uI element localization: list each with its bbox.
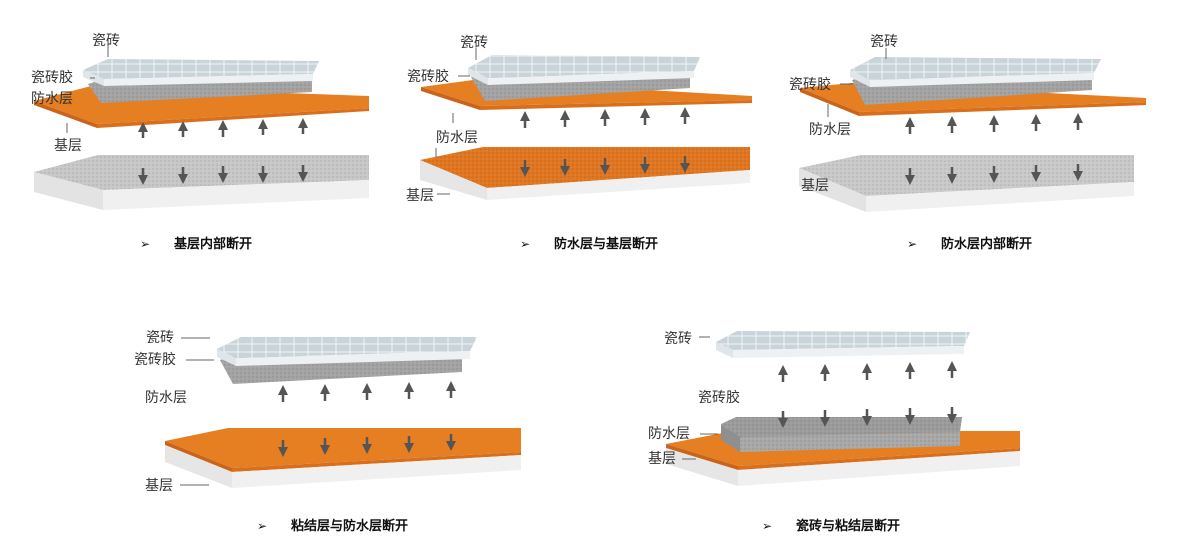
bullet-icon: ➢ bbox=[520, 237, 530, 251]
tile-label: 瓷砖 bbox=[870, 34, 898, 50]
tile-slab bbox=[850, 57, 1101, 87]
adhesive-label: 瓷砖胶 bbox=[789, 76, 831, 93]
callout-lines bbox=[682, 336, 718, 460]
callout-lines bbox=[66, 44, 109, 133]
adhesive-label: 瓷砖胶 bbox=[134, 351, 176, 368]
tile-label: 瓷砖 bbox=[460, 35, 488, 51]
substrate-label: 基层 bbox=[406, 187, 434, 204]
tile-slab bbox=[217, 337, 477, 366]
caption: 防水层内部断开 bbox=[941, 236, 1032, 252]
arrows bbox=[778, 361, 957, 428]
caption: 防水层与基层断开 bbox=[554, 236, 658, 252]
adhesive-label: 瓷砖胶 bbox=[698, 389, 740, 406]
tile-label: 瓷砖 bbox=[664, 331, 692, 347]
callout-lines bbox=[180, 337, 214, 486]
caption: 基层内部断开 bbox=[173, 236, 252, 252]
panel-4: 瓷砖 瓷砖胶 防水层 基层 ➢ 粘结层与防水层断开 bbox=[134, 330, 521, 534]
membrane-label: 防水层 bbox=[809, 122, 851, 138]
callout-lines bbox=[435, 48, 477, 195]
tile-label: 瓷砖 bbox=[92, 33, 120, 49]
membrane-label: 防水层 bbox=[31, 91, 73, 107]
arrows bbox=[520, 107, 690, 177]
bullet-icon: ➢ bbox=[762, 519, 772, 533]
caption: 粘结层与防水层断开 bbox=[290, 518, 408, 534]
tile-slab bbox=[83, 59, 319, 86]
substrate-label: 基层 bbox=[648, 450, 676, 467]
tile-label: 瓷砖 bbox=[146, 330, 174, 346]
bullet-icon: ➢ bbox=[257, 519, 267, 533]
panel-2: 瓷砖 瓷砖胶 防水层 基层 ➢ 防水层与基层断开 bbox=[406, 35, 752, 252]
substrate-label: 基层 bbox=[145, 477, 173, 494]
substrate-label: 基层 bbox=[801, 177, 829, 194]
bullet-icon: ➢ bbox=[140, 237, 150, 251]
arrows bbox=[138, 118, 308, 185]
adhesive-label: 瓷砖胶 bbox=[31, 69, 73, 86]
panel-1: 瓷砖 瓷砖胶 防水层 基层 ➢ 基层内部断开 bbox=[31, 33, 369, 252]
substrate-slab bbox=[34, 155, 369, 210]
caption: 瓷砖与粘结层断开 bbox=[796, 518, 900, 534]
substrate-label: 基层 bbox=[54, 137, 82, 154]
tile-slab bbox=[468, 55, 700, 85]
membrane-label: 防水层 bbox=[648, 426, 690, 442]
bullet-icon: ➢ bbox=[907, 237, 917, 251]
adhesive-label: 瓷砖胶 bbox=[407, 68, 449, 85]
arrows bbox=[905, 113, 1083, 185]
substrate-slab bbox=[420, 147, 750, 200]
callout-lines bbox=[827, 48, 887, 117]
membrane-label: 防水层 bbox=[436, 130, 478, 146]
panel-5: 瓷砖 瓷砖胶 防水层 基层 ➢ 瓷砖与粘结层断开 bbox=[648, 331, 1020, 534]
membrane-label: 防水层 bbox=[145, 390, 187, 406]
adhesive-layer bbox=[721, 417, 962, 452]
panel-3: 瓷砖 瓷砖胶 防水层 基层 ➢ 防水层内部断开 bbox=[789, 34, 1146, 252]
adhesive-layer bbox=[88, 80, 312, 103]
arrows bbox=[278, 381, 456, 457]
tile-slab bbox=[716, 331, 970, 358]
substrate-slab bbox=[799, 155, 1134, 212]
substrate-slab bbox=[165, 428, 521, 488]
